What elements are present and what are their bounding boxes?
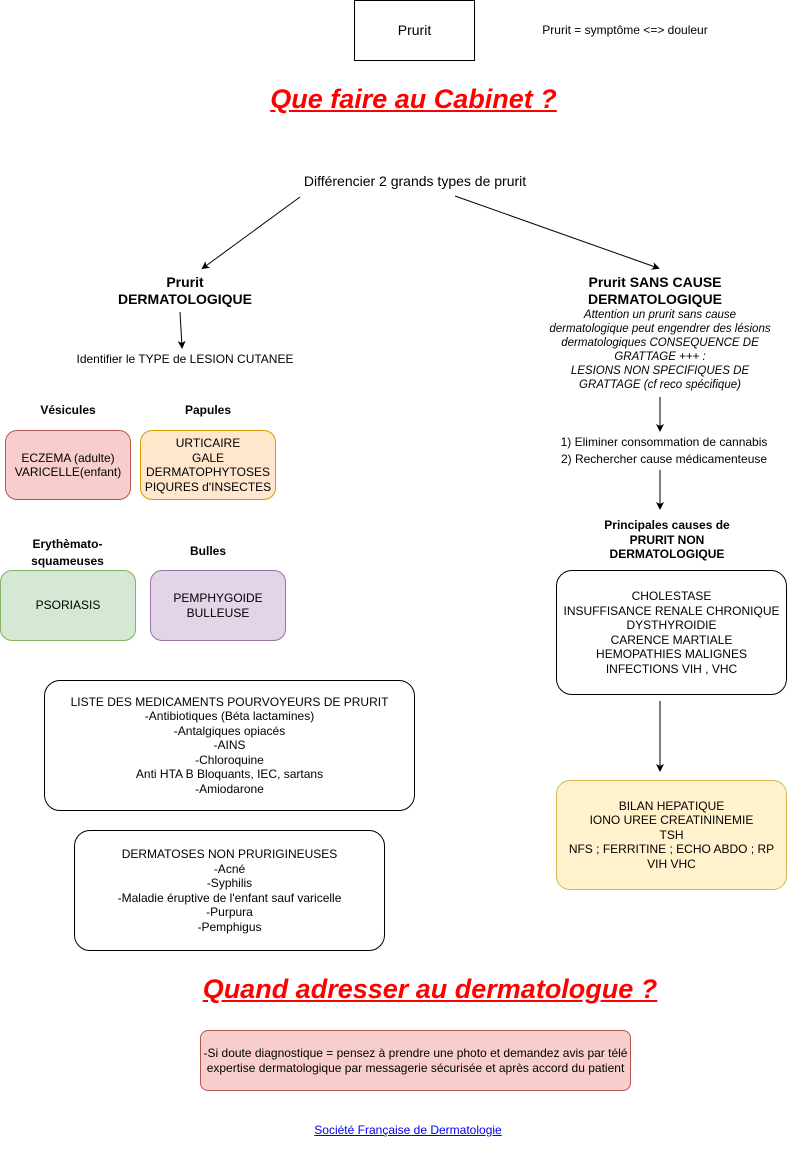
steps-text: 1) Eliminer consommation de cannabis 2) …: [560, 435, 768, 466]
footer: Société Française de Dermatologie: [258, 1123, 558, 1138]
bulles-label: Bulles: [189, 544, 226, 558]
identify-lesion-text: Identifier le TYPE de LESION CUTANEE: [76, 352, 294, 366]
papules-box: URTICAIRE GALE DERMATOPHYTOSES PIQURES d…: [140, 430, 276, 500]
prurit-box: Prurit: [354, 0, 475, 61]
advice-box: -Si doute diagnostique = pensez à prendr…: [200, 1030, 631, 1091]
heading-quand-adresser: Quand adresser au dermatologue ?: [202, 974, 658, 1004]
differentiate-text: Différencier 2 grands types de prurit: [303, 173, 527, 189]
attention-text: Attention un prurit sans cause dermatolo…: [549, 309, 771, 391]
left-title: Prurit DERMATOLOGIQUE: [117, 274, 253, 307]
heading-que-faire: Que faire au Cabinet ?: [270, 84, 557, 114]
sfd-link[interactable]: Société Française de Dermatologie: [314, 1123, 502, 1137]
prurit-box-label: Prurit: [397, 22, 432, 39]
papules-label: Papules: [184, 403, 232, 417]
bilan-box: BILAN HEPATIQUE IONO UREE CREATININEMIE …: [556, 780, 787, 890]
vesicules-box: ECZEMA (adulte) VARICELLE(enfant): [5, 430, 131, 500]
causes-title: Principales causes de PRURIT NON DERMATO…: [604, 518, 730, 561]
prurit-definition: Prurit = symptôme <=> douleur: [542, 23, 708, 37]
dermatoses-box: DERMATOSES NON PRURIGINEUSES -Acné -Syph…: [74, 830, 385, 951]
bulles-box: PEMPHYGOIDE BULLEUSE: [150, 570, 286, 641]
arrow-to-sans-cause: [454, 195, 660, 270]
arrow-to-identifier: [177, 311, 186, 349]
erythemato-label: Erythèmato- squameuses: [31, 537, 104, 568]
arrow-to-dermatologique: [201, 196, 301, 270]
causes-box: CHOLESTASE INSUFFISANCE RENALE CHRONIQUE…: [556, 570, 787, 695]
vesicules-label: Vésicules: [40, 403, 96, 417]
medicaments-box: LISTE DES MEDICAMENTS POURVOYEURS DE PRU…: [44, 680, 415, 811]
erythemato-box: PSORIASIS: [0, 570, 136, 641]
right-title: Prurit SANS CAUSE DERMATOLOGIQUE: [587, 274, 723, 307]
